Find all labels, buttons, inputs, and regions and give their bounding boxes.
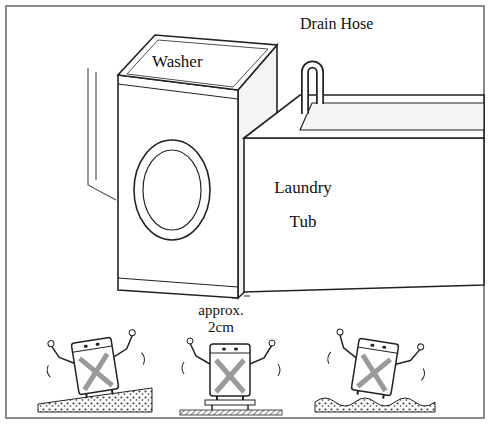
gap-tick — [244, 296, 250, 297]
part-name: Drain Hose — [300, 14, 373, 33]
tilted-washer — [323, 328, 429, 405]
bumpy-floor — [315, 398, 435, 412]
label-box: approx. 2cm — [188, 302, 254, 335]
tub-node: Laundry Tub — [242, 55, 484, 300]
raised-washer — [182, 338, 280, 400]
node-outline — [242, 55, 484, 300]
floor — [180, 410, 282, 415]
stand — [205, 400, 255, 405]
label-box: Drain Hose — [300, 14, 373, 33]
node-shape — [244, 65, 484, 293]
stand-leg — [211, 405, 213, 410]
node-label: Washer — [152, 52, 203, 72]
dimension: approx. 2cm — [188, 302, 254, 335]
node-label: Laundry Tub — [267, 171, 339, 239]
wall-corner — [88, 68, 116, 200]
stand-leg — [247, 405, 249, 410]
tilted-washer — [43, 327, 149, 404]
frame — [6, 6, 484, 418]
